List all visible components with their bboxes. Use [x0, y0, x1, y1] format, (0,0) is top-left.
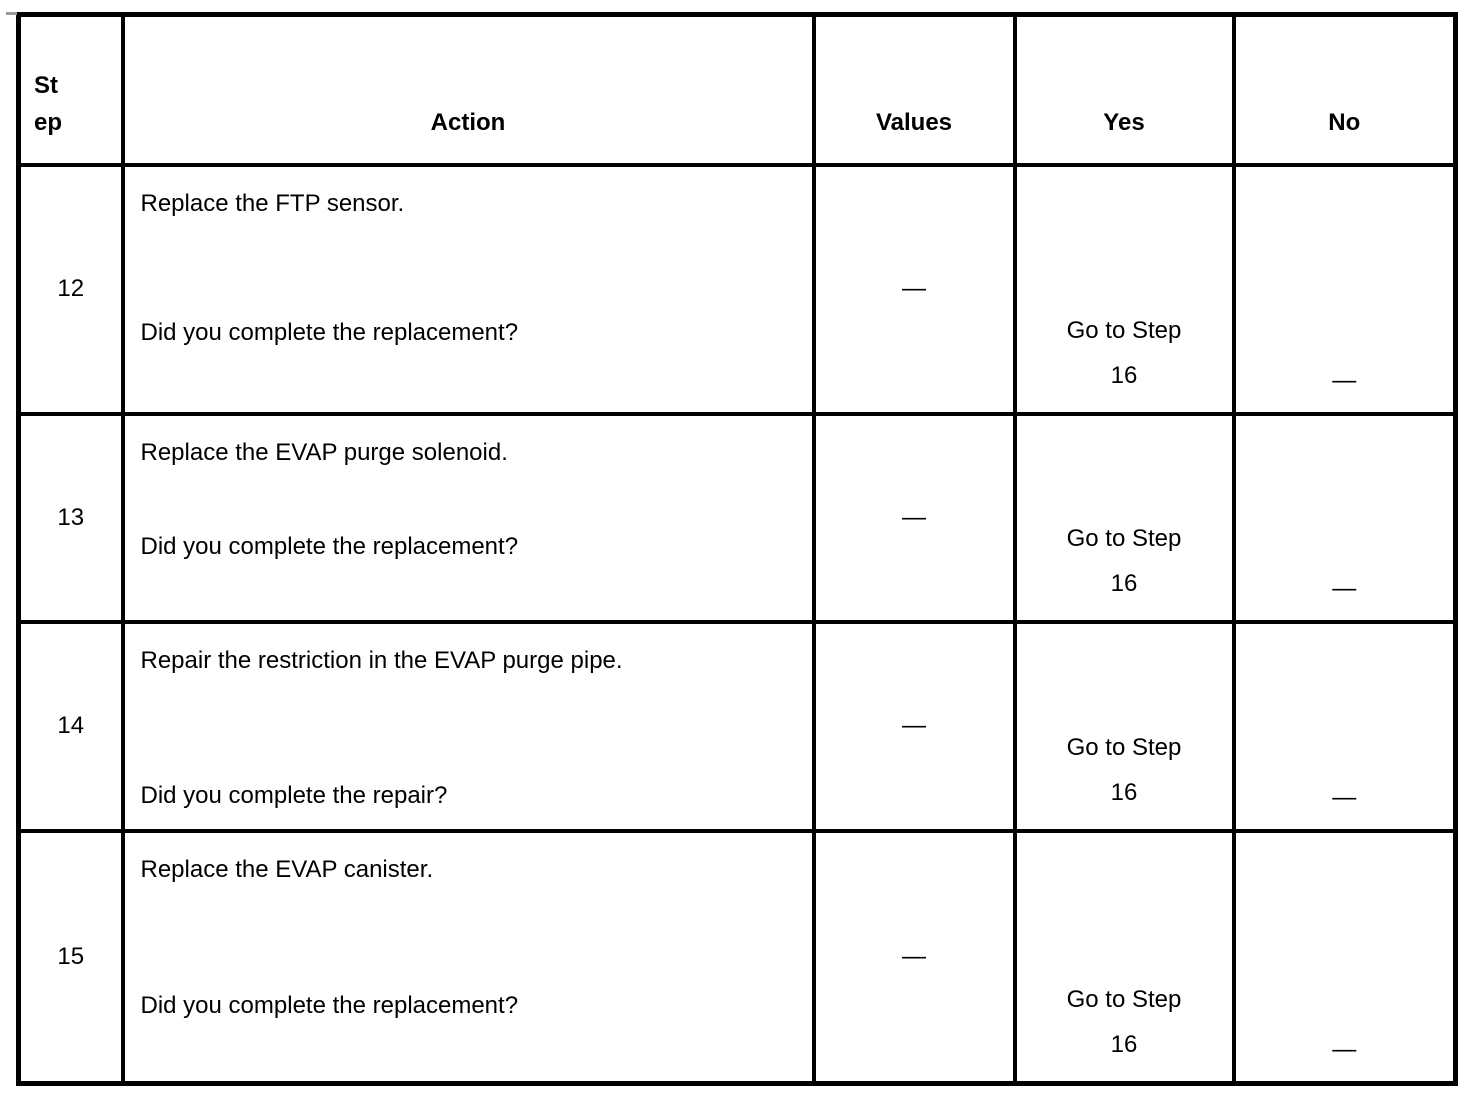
values-cell: — [811, 619, 1017, 833]
step-number: 13 [16, 411, 125, 624]
column-header-values: Values [811, 12, 1017, 167]
column-header-no: No [1231, 12, 1458, 167]
no-cell: — [1231, 828, 1458, 1086]
column-header-step: St ep [16, 12, 125, 167]
values-cell: — [811, 828, 1017, 1086]
action-question: Did you complete the replacement? [140, 318, 519, 346]
yes-action: Go to Step 16 [1066, 733, 1182, 806]
values-cell: — [811, 411, 1017, 624]
yes-action: Go to Step 16 [1066, 524, 1182, 597]
no-cell: — [1231, 619, 1458, 833]
yes-action: Go to Step 16 [1066, 986, 1182, 1058]
yes-cell: Go to Step 16 [1012, 828, 1236, 1086]
action-question: Did you complete the replacement? [140, 532, 519, 560]
table-row-step-13: 13 Replace the EVAP purge solenoid. Did … [16, 411, 1458, 624]
no-cell: — [1231, 162, 1458, 416]
action-instruction: Repair the restriction in the EVAP purge… [140, 646, 623, 674]
action-instruction: Replace the FTP sensor. [140, 189, 405, 217]
column-header-action: Action [120, 12, 816, 167]
yes-cell: Go to Step 16 [1012, 411, 1236, 624]
table-row-step-14: 14 Repair the restriction in the EVAP pu… [16, 619, 1458, 833]
table-header-row: St ep Action Values Yes No [16, 12, 1458, 167]
column-header-yes: Yes [1012, 12, 1236, 167]
table-row-step-12: 12 Replace the FTP sensor. Did you compl… [16, 162, 1458, 416]
action-instruction: Replace the EVAP purge solenoid. [140, 438, 508, 466]
action-question: Did you complete the replacement? [140, 991, 519, 1019]
values-cell: — [811, 162, 1017, 416]
diagnostic-table: St ep Action Values Yes No 12 Replace th… [16, 12, 1458, 1086]
action-instruction: Replace the EVAP canister. [140, 855, 434, 883]
action-cell: Replace the EVAP canister. Did you compl… [120, 828, 816, 1086]
action-cell: Repair the restriction in the EVAP purge… [120, 619, 816, 833]
step-number: 14 [16, 619, 125, 833]
scan-artifact [6, 12, 17, 15]
step-number: 12 [16, 162, 125, 416]
action-cell: Replace the FTP sensor. Did you complete… [120, 162, 816, 416]
table-row-step-15: 15 Replace the EVAP canister. Did you co… [16, 828, 1458, 1086]
yes-action: Go to Step 16 [1066, 316, 1182, 389]
step-number: 15 [16, 828, 125, 1086]
yes-cell: Go to Step 16 [1012, 619, 1236, 833]
action-cell: Replace the EVAP purge solenoid. Did you… [120, 411, 816, 624]
yes-cell: Go to Step 16 [1012, 162, 1236, 416]
action-question: Did you complete the repair? [140, 781, 448, 809]
no-cell: — [1231, 411, 1458, 624]
